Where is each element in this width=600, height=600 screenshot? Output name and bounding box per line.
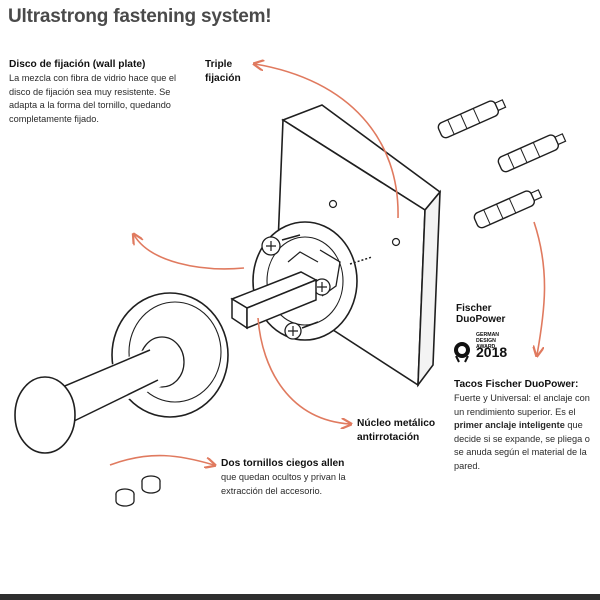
wall-anchor-icon — [473, 189, 543, 229]
label-anchors-text: Fuerte y Universal: el anclaje con un re… — [454, 393, 590, 471]
screw-icon — [284, 321, 319, 340]
label-triple-title: Triple fijación — [205, 59, 241, 84]
label-allen-screws-title: Dos tornillos ciegos allen — [221, 458, 345, 469]
label-anchors-highlight: primer anclaje inteligente — [454, 420, 565, 430]
arrow-triple — [255, 64, 399, 219]
brand-product: DuoPower — [456, 314, 506, 325]
hook-body — [14, 292, 229, 454]
arrow-dos — [109, 454, 214, 465]
label-wall-plate: Disco de fijación (wall plate) La mezcla… — [9, 58, 179, 126]
metal-core-bar — [230, 271, 318, 330]
award-laurel-icon — [454, 342, 470, 363]
brand-name: Fischer — [456, 303, 492, 314]
label-allen-screws: Dos tornillos ciegos allen que quedan oc… — [221, 457, 361, 498]
wall-anchor-icon — [437, 99, 507, 139]
award-year: 2018 — [476, 344, 508, 360]
label-triple: Triple fijación — [205, 58, 265, 86]
brand-block: Fischer DuoPower — [456, 303, 526, 325]
allen-screws — [115, 475, 161, 507]
label-core-title: Núcleo metálico antirrotación — [357, 418, 436, 443]
label-anchors-title: Tacos Fischer DuoPower: — [454, 379, 579, 390]
arrow-tacos — [534, 221, 546, 355]
label-core: Núcleo metálico antirrotación — [357, 417, 457, 445]
wall-anchor-icon — [497, 133, 567, 173]
label-wall-plate-text: La mezcla con fibra de vidrio hace que e… — [9, 73, 177, 124]
design-award-badge: GERMAN DESIGN AWARD 2018 — [456, 332, 516, 362]
arrow-disco — [134, 235, 245, 270]
label-anchors: Tacos Fischer DuoPower: Fuerte y Univers… — [454, 378, 594, 473]
arrow-nucleo — [257, 317, 350, 424]
page-title: Ultrastrong fastening system! — [8, 6, 272, 27]
label-wall-plate-title: Disco de fijación (wall plate) — [9, 59, 146, 70]
award-text: GERMAN DESIGN AWARD — [476, 332, 500, 350]
screw-icon — [261, 234, 301, 256]
label-allen-screws-text: que quedan ocultos y privan la extracció… — [221, 472, 346, 496]
arrow-curve-icon — [109, 64, 546, 465]
screw-icon — [313, 278, 331, 296]
bottom-bar — [0, 594, 600, 600]
